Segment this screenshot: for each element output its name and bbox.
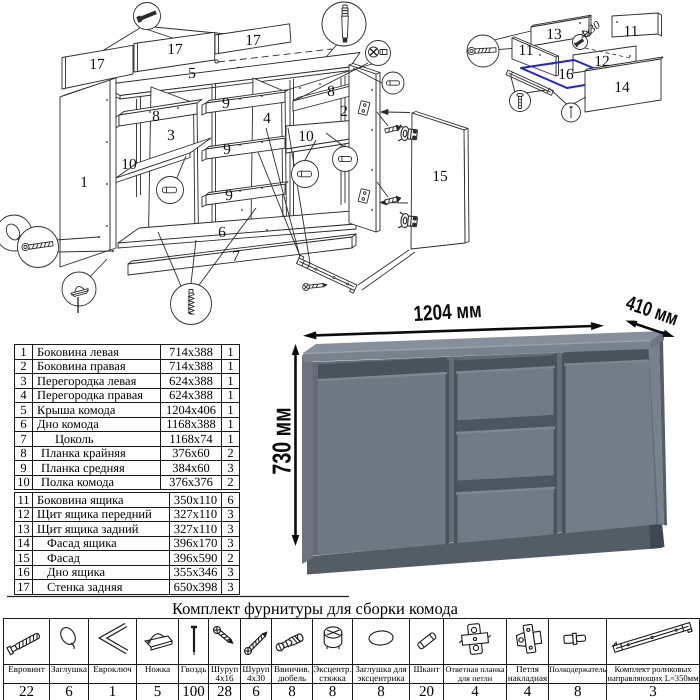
- svg-text:9: 9: [225, 187, 233, 204]
- svg-text:11: 11: [519, 42, 534, 59]
- svg-text:17: 17: [89, 56, 105, 73]
- svg-text:10: 10: [121, 156, 137, 173]
- svg-text:17: 17: [167, 41, 183, 58]
- svg-text:15: 15: [432, 168, 448, 185]
- svg-text:8: 8: [152, 108, 160, 125]
- svg-text:3: 3: [167, 127, 175, 144]
- svg-text:730 мм: 730 мм: [268, 407, 297, 474]
- svg-text:12: 12: [594, 53, 610, 70]
- svg-text:10: 10: [298, 128, 314, 145]
- svg-text:1204 мм: 1204 мм: [413, 298, 482, 326]
- svg-text:6: 6: [218, 224, 226, 241]
- svg-text:13: 13: [546, 26, 562, 43]
- svg-text:2: 2: [340, 103, 348, 120]
- svg-text:4: 4: [263, 110, 271, 127]
- svg-text:5: 5: [188, 65, 196, 82]
- svg-text:14: 14: [614, 79, 630, 96]
- svg-text:1: 1: [80, 174, 88, 191]
- svg-text:9: 9: [222, 95, 230, 112]
- svg-text:11: 11: [624, 23, 639, 40]
- svg-text:7: 7: [232, 248, 240, 265]
- svg-text:9: 9: [223, 141, 231, 158]
- svg-text:17: 17: [245, 32, 261, 49]
- svg-text:16: 16: [558, 66, 574, 83]
- svg-text:8: 8: [327, 83, 335, 100]
